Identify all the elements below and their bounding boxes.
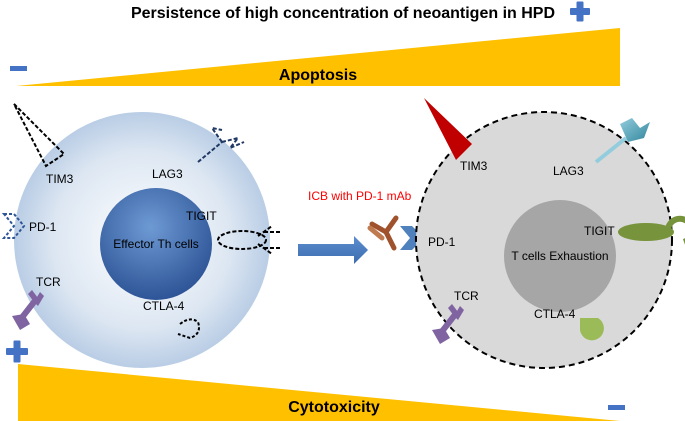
apoptosis-wedge xyxy=(16,28,620,86)
right-lag3-label: LAG3 xyxy=(553,164,584,178)
tigit-receptor-icon xyxy=(217,225,280,255)
left-tcr-label: TCR xyxy=(36,275,61,289)
effector-nucleus xyxy=(100,188,212,300)
ctla4-receptor-icon xyxy=(177,318,200,340)
lag3-receptor-icon xyxy=(197,126,245,163)
left-lag3-label: LAG3 xyxy=(152,167,183,181)
left-pd1-label: PD-1 xyxy=(29,220,57,234)
tcr-receptor-icon xyxy=(12,290,44,330)
plus-icon xyxy=(6,340,28,363)
exhausted-nucleus-label: T cells Exhaustion xyxy=(511,249,608,263)
right-tcr-label: TCR xyxy=(454,289,479,303)
lag3-receptor-icon xyxy=(594,118,650,164)
effector-nucleus-label: Effector Th cells xyxy=(113,237,199,251)
apoptosis-label: Apoptosis xyxy=(279,67,357,84)
tim3-receptor-icon xyxy=(424,98,472,160)
right-tim3-label: TIM3 xyxy=(460,159,488,173)
right-ctla4-label: CTLA-4 xyxy=(534,307,576,321)
plus-icon xyxy=(570,1,590,22)
minus-icon xyxy=(10,66,27,71)
right-pd1-label: PD-1 xyxy=(428,235,456,249)
treatment-label: ICB with PD-1 mAb xyxy=(308,189,412,203)
cytotoxicity-label: Cytotoxicity xyxy=(288,399,380,416)
ctla4-receptor-icon xyxy=(580,318,604,341)
left-tim3-label: TIM3 xyxy=(46,172,74,186)
left-tigit-label: TIGIT xyxy=(186,209,217,223)
figure-title: Persistence of high concentration of neo… xyxy=(131,5,555,22)
tim3-receptor-icon xyxy=(13,103,66,168)
antibody-icon xyxy=(367,215,399,251)
right-tigit-label: TIGIT xyxy=(584,224,615,238)
exhausted-nucleus xyxy=(504,200,616,312)
treatment-arrow xyxy=(298,236,368,264)
minus-icon xyxy=(608,405,625,410)
tcr-receptor-icon xyxy=(432,304,464,344)
cytotoxicity-wedge xyxy=(18,364,620,421)
pd1-receptor-icon xyxy=(1,213,26,239)
tigit-receptor-icon xyxy=(618,215,685,245)
left-ctla4-label: CTLA-4 xyxy=(143,299,185,313)
